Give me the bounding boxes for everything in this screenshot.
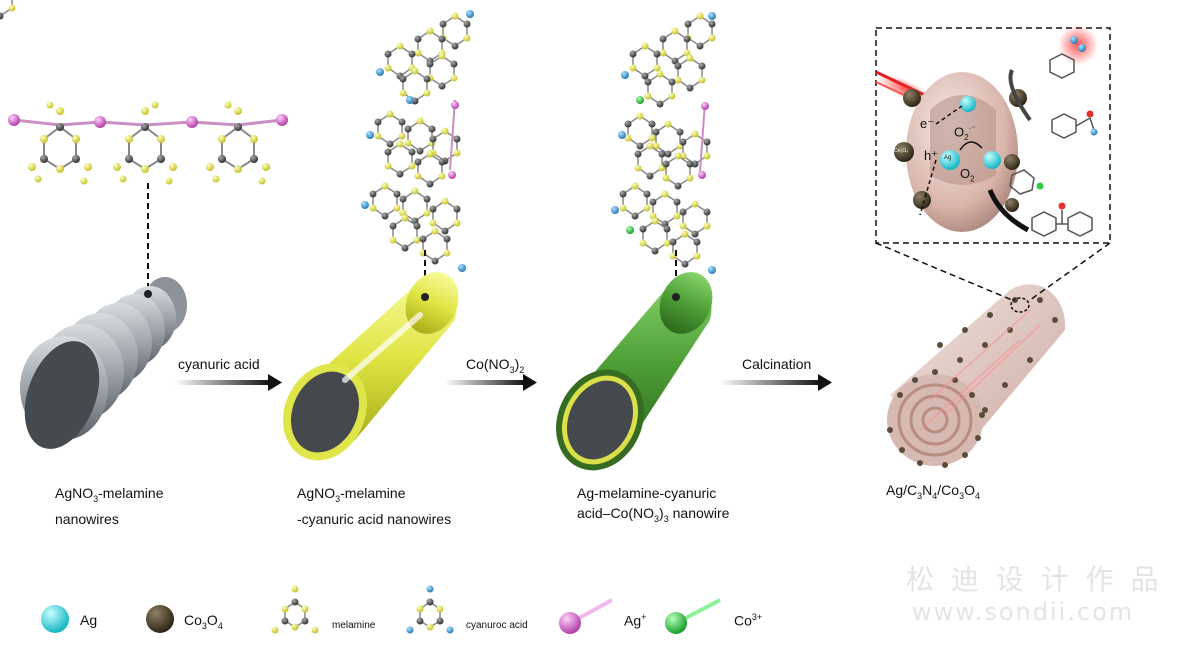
- green-nanowire: [556, 272, 713, 471]
- legend-cyanuric-label: cyanuroc acid: [466, 620, 528, 631]
- legend-co3o4-swatch: [146, 605, 174, 633]
- legend-ag-label: Ag: [80, 612, 98, 628]
- melamine-chain-stage1: [8, 101, 288, 185]
- arrow3-label: Calcination: [742, 356, 812, 372]
- stage4-label: Ag/C3N4/Co3O4: [886, 482, 980, 501]
- stage1-label: AgNO3-melamine nanowires: [55, 485, 164, 527]
- inset-ag-label: Ag: [944, 155, 952, 161]
- melamine-cyanuric-network-stage2: [0, 0, 474, 272]
- legend-cyanuric-swatch: [406, 585, 454, 634]
- legend-melamine-label: melamine: [332, 620, 376, 631]
- inset-hole-label: h⁺: [924, 148, 939, 163]
- legend-agplus-label: Ag+: [624, 612, 647, 629]
- arrow-head-2: [523, 374, 537, 391]
- arrow2-label: Co(NO3)2: [466, 356, 525, 375]
- arrow-shaft-1: [175, 380, 270, 385]
- arrow1-label: cyanuric acid: [178, 356, 260, 372]
- arrow-head-1: [268, 374, 282, 391]
- legend-co3plus-swatch: [665, 598, 721, 634]
- inset-electron-label: e⁻: [920, 116, 935, 131]
- zoom-line-left: [875, 242, 1013, 301]
- grey-nanowire: [20, 277, 187, 449]
- stage3-label: Ag-melamine-cyanuric acid–Co(NO3)3 nanow…: [577, 485, 730, 524]
- watermark-cn: 松 迪 设 计 作 品: [906, 563, 1163, 596]
- legend-co3plus-label: Co3+: [734, 612, 763, 629]
- inset-o2-label: O2: [960, 166, 975, 184]
- arrow-shaft-3: [720, 380, 820, 385]
- stage2-label: AgNO3-melamine -cyanuric acid nanowires: [297, 485, 452, 527]
- photocatalysis-inset: [874, 25, 1111, 244]
- legend-co3o4-label: Co3O4: [184, 612, 223, 631]
- arrow-head-3: [818, 374, 832, 391]
- ag-c3n4-co3o4-bundle: [887, 284, 1066, 468]
- arrow-shaft-2: [445, 380, 525, 385]
- yellow-nanowire: [283, 272, 459, 461]
- inset-co3o4-label: Co₃O₄: [894, 148, 909, 154]
- legend-ag-swatch: [41, 605, 69, 633]
- watermark-url: www.sondii.com: [912, 598, 1135, 626]
- legend-graphics: [41, 585, 721, 634]
- legend-agplus-swatch: [559, 598, 613, 634]
- melamine-cyanuric-co-network-stage3: [611, 11, 717, 274]
- legend-melamine-swatch: [271, 585, 319, 634]
- inset-o2-radical-label: O2·⁻: [954, 124, 976, 142]
- zoom-line-right: [1029, 242, 1111, 301]
